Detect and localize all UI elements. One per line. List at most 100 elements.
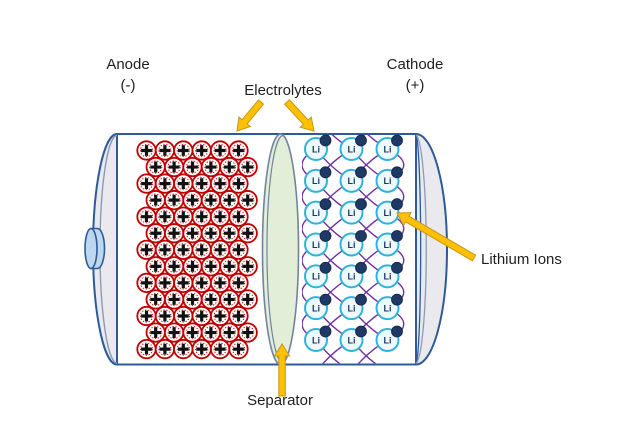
anode-particle: [237, 289, 258, 310]
anode-particle: [136, 339, 157, 360]
cathode-label-line1: Cathode: [386, 56, 444, 73]
ion-symbol: Li: [312, 335, 320, 345]
anode-particle: [200, 289, 221, 310]
anode-particle: [200, 322, 221, 343]
anode-particle: [145, 322, 166, 343]
anode-particle: [191, 173, 212, 194]
electron-dot: [355, 293, 367, 306]
anode-particles: [136, 140, 258, 360]
lithium-ion: Li: [304, 325, 332, 352]
ion-symbol: Li: [384, 240, 392, 250]
electron-dot: [319, 230, 332, 242]
lithium-ion: Li: [375, 230, 403, 257]
ion-symbol: Li: [348, 335, 356, 345]
anode-particle: [145, 289, 166, 310]
anode-particle: [145, 190, 166, 211]
anode-particle: [191, 239, 212, 260]
anode-particle: [164, 190, 185, 211]
anode-particle: [164, 322, 185, 343]
lithium-ion: Li: [339, 134, 367, 161]
electron-dot: [355, 230, 367, 242]
anode-particle: [173, 239, 194, 260]
ion-symbol: Li: [348, 304, 356, 314]
ion-symbol: Li: [348, 208, 356, 218]
ion-symbol: Li: [312, 272, 320, 282]
lithium-ion: Li: [375, 166, 403, 193]
anode-particle: [210, 239, 231, 260]
electron-dot: [355, 198, 367, 211]
cathode-label: Cathode (+): [365, 54, 465, 96]
lithium-ions-arrow: [396, 212, 477, 262]
ion-symbol: Li: [312, 144, 320, 154]
electron-dot: [391, 293, 403, 306]
anode-label: Anode (-): [78, 54, 178, 96]
anode-particle: [154, 206, 175, 227]
anode-particle: [210, 339, 231, 360]
anode-particle: [228, 339, 249, 360]
lithium-ion: Li: [375, 134, 403, 161]
anode-particle: [173, 206, 194, 227]
electron-dot: [319, 261, 332, 274]
anode-particle: [136, 140, 157, 161]
ion-symbol: Li: [384, 335, 392, 345]
anode-particle: [164, 223, 185, 244]
electron-dot: [355, 134, 367, 147]
ion-symbol: Li: [348, 176, 356, 186]
lithium-ion: Li: [339, 293, 367, 321]
anode-particle: [182, 156, 203, 178]
anode-particle: [191, 272, 212, 293]
anode-particle: [237, 156, 258, 178]
electron-dot: [319, 293, 332, 306]
anode-particle: [228, 239, 249, 260]
anode-particle: [191, 140, 212, 161]
anode-particle: [228, 206, 249, 227]
electron-dot: [391, 134, 403, 147]
anode-particle: [145, 256, 166, 277]
ion-symbol: Li: [312, 304, 320, 314]
anode-particle: [200, 223, 221, 244]
electron-dot: [391, 198, 403, 211]
ion-symbol: Li: [312, 240, 320, 250]
anode-particle: [182, 256, 203, 277]
anode-label-line1: Anode: [106, 56, 150, 73]
anode-particle: [136, 173, 157, 194]
lithium-ion: Li: [304, 261, 332, 289]
anode-particle: [228, 305, 249, 327]
anode-particle: [219, 289, 240, 310]
anode-particle: [219, 223, 240, 244]
lithium-ion: Li: [304, 198, 332, 225]
lithium-ion: Li: [375, 325, 403, 352]
lithium-ion: Li: [339, 261, 367, 289]
anode-particle: [210, 173, 231, 194]
electron-dot: [355, 325, 367, 338]
ion-symbol: Li: [384, 176, 392, 186]
anode-particle: [219, 322, 240, 343]
anode-particle: [210, 140, 231, 161]
anode-particle: [182, 289, 203, 310]
lithium-ion: Li: [375, 261, 403, 289]
anode-particle: [219, 156, 240, 178]
anode-particle: [136, 272, 157, 293]
anode-particle: [219, 256, 240, 277]
electrolytes-arrow-right: [283, 99, 315, 132]
electron-dot: [391, 261, 403, 274]
anode-label-line2: (-): [120, 77, 136, 94]
electron-dot: [391, 230, 403, 242]
ion-symbol: Li: [312, 176, 320, 186]
anode-particle: [237, 256, 258, 277]
lithium-ion: Li: [304, 293, 332, 321]
anode-particle: [200, 190, 221, 211]
ion-symbol: Li: [348, 144, 356, 154]
terminal-button: [84, 227, 106, 270]
anode-particle: [173, 173, 194, 194]
lithium-ion: Li: [339, 166, 367, 193]
anode-particle: [145, 223, 166, 244]
anode-particle: [154, 339, 175, 360]
lithium-ions-label: Lithium Ions: [481, 251, 562, 268]
electron-dot: [319, 166, 332, 179]
electron-dot: [391, 166, 403, 179]
anode-particle: [173, 140, 194, 161]
anode-particle: [154, 305, 175, 327]
electron-dot: [355, 261, 367, 274]
